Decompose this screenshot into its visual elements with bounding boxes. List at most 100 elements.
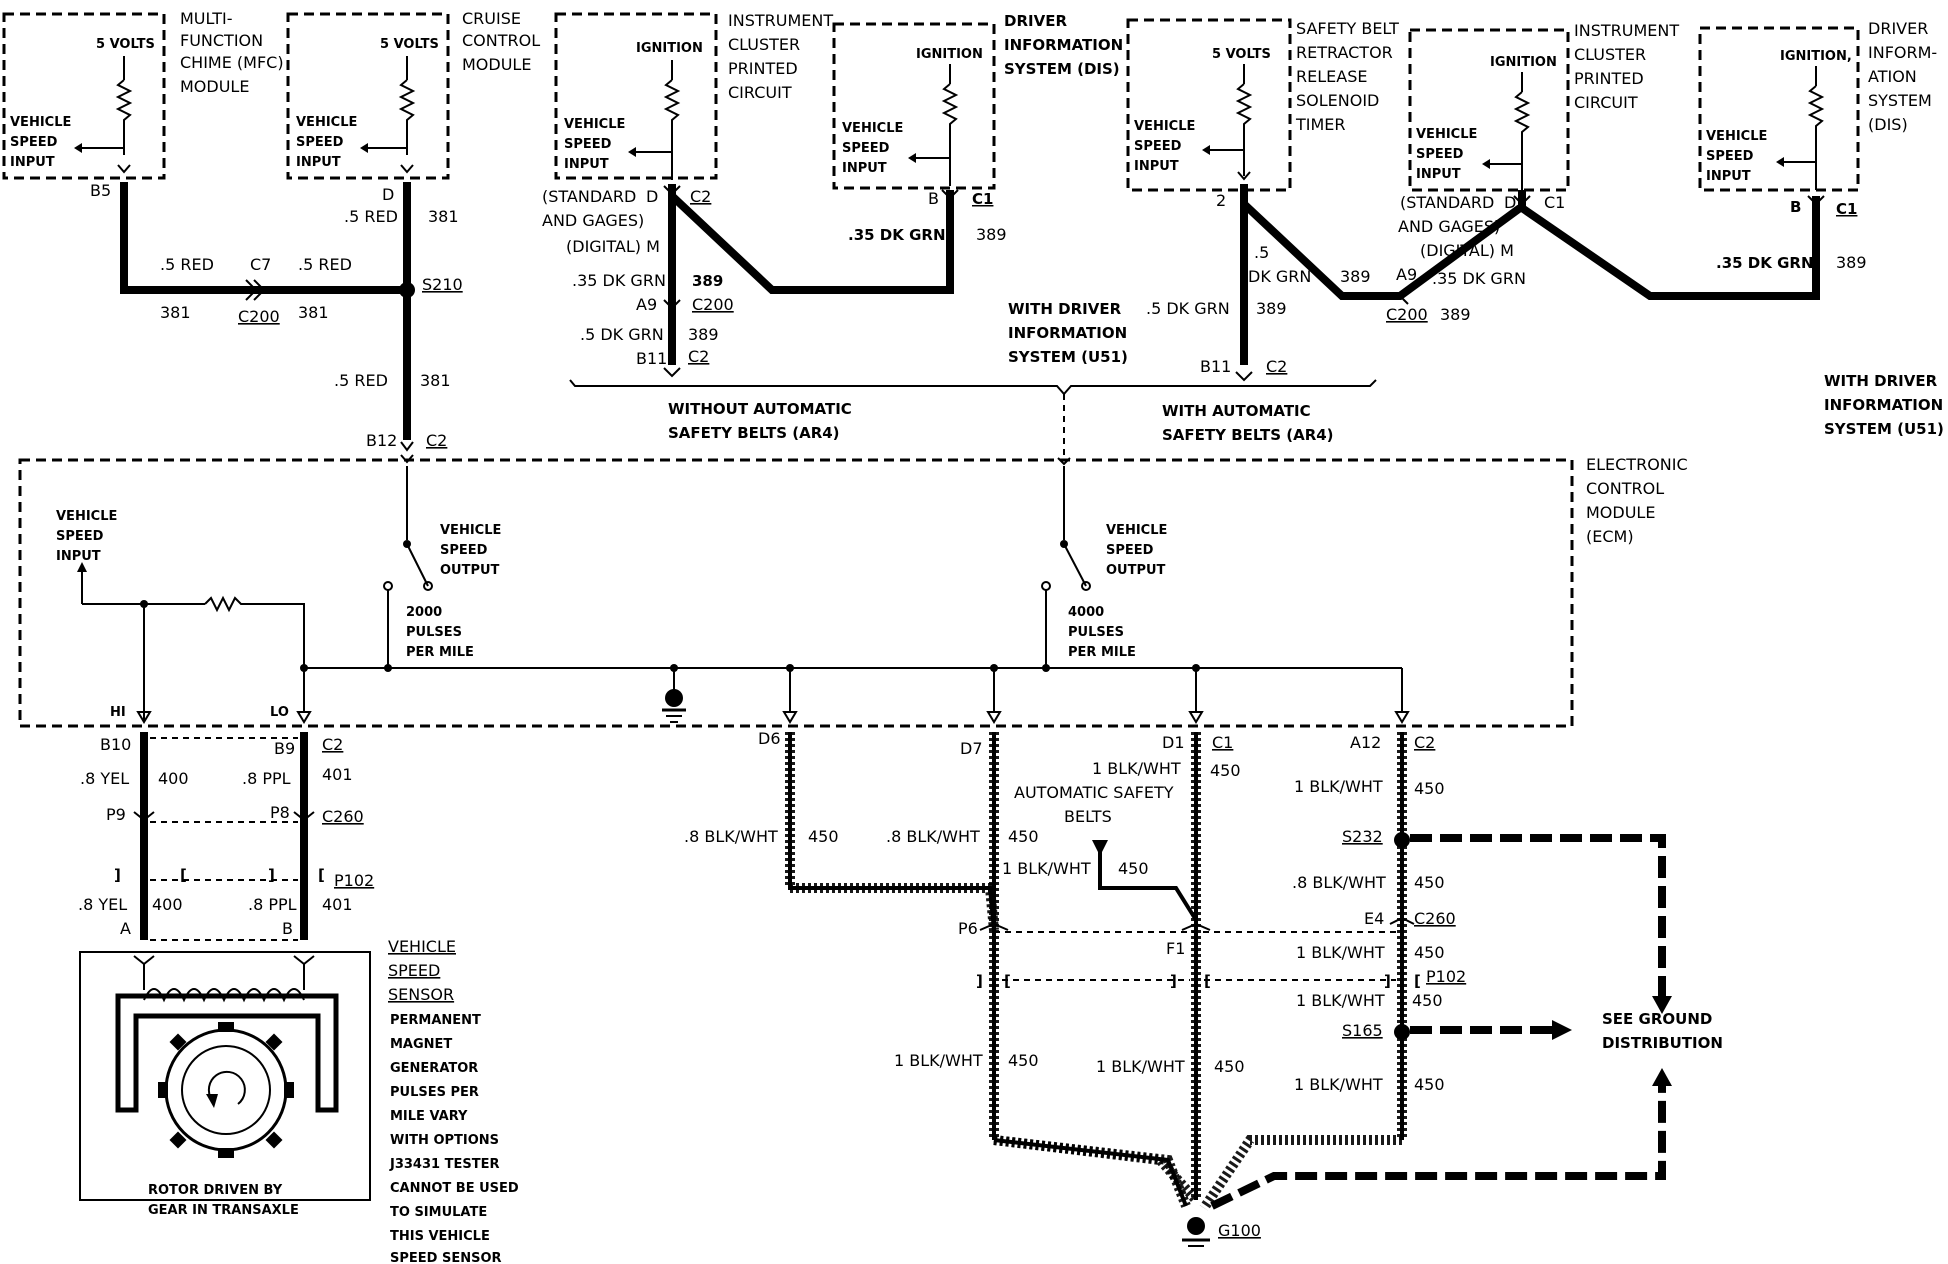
asb-label: AUTOMATIC SAFETY xyxy=(1014,783,1174,802)
circuit-381-d: 381 xyxy=(420,371,451,390)
connector-c260-a: C260 xyxy=(322,807,364,826)
dis2-title-5: (DIS) xyxy=(1868,115,1908,134)
vso2-label-3: OUTPUT xyxy=(1106,563,1166,578)
with-dis-label-2: INFORMATION xyxy=(1008,324,1127,342)
pin-d7: D7 xyxy=(960,739,983,758)
cruise-title-3: MODULE xyxy=(462,55,531,74)
wire-yel-2: .8 YEL xyxy=(78,895,127,914)
circuit-381-b: 381 xyxy=(160,303,191,322)
svg-text:[: [ xyxy=(1414,972,1421,990)
dis1-input-label-2: SPEED xyxy=(842,141,890,156)
mfc-title-2: FUNCTION xyxy=(180,31,263,50)
pin-a9-b: A9 xyxy=(1396,265,1417,284)
instrument-cluster-1: IGNITION VEHICLE SPEED INPUT INSTRUMENT … xyxy=(554,11,833,180)
cruise-volts-label: 5 VOLTS xyxy=(380,37,439,52)
wire-bw-7: 1 BLK/WHT xyxy=(1296,943,1385,962)
cruise-module: 5 VOLTS VEHICLE SPEED INPUT CRUISE CONTR… xyxy=(286,9,540,180)
vss-desc-5: MILE VARY xyxy=(390,1109,468,1124)
wire-dkgrn-4: DK GRN xyxy=(1248,267,1311,286)
connector-c2-e: C2 xyxy=(322,735,343,754)
svg-text:[: [ xyxy=(318,866,325,884)
dis2-input-label-2: SPEED xyxy=(1706,149,1754,164)
see-ground-label: SEE GROUND xyxy=(1602,1010,1712,1028)
wire-red-4: .5 RED xyxy=(334,371,388,390)
connector-c2-a: C2 xyxy=(426,431,447,450)
circuit-450-j: 450 xyxy=(1214,1057,1245,1076)
vss-desc-3: GENERATOR xyxy=(390,1061,478,1076)
mfc-title-4: MODULE xyxy=(180,77,249,96)
wire-dkgrn-1: .35 DK GRN xyxy=(572,271,666,290)
dis2-input-label: VEHICLE xyxy=(1706,129,1767,144)
digital-label-1: (DIGITAL) M xyxy=(566,237,660,256)
wire-bw-8: 1 BLK/WHT xyxy=(1296,991,1385,1010)
wire-red-1: .5 RED xyxy=(344,207,398,226)
circuit-389-a: 389 xyxy=(692,272,723,290)
splice-s210: S210 xyxy=(422,275,463,294)
circuit-450-a: 450 xyxy=(1210,761,1241,780)
sbr-input-label: VEHICLE xyxy=(1134,119,1195,134)
splice-s165: S165 xyxy=(1342,1021,1383,1040)
sbr-input-label-2: SPEED xyxy=(1134,139,1182,154)
circuit-401-b: 401 xyxy=(322,895,353,914)
circuit-381-c: 381 xyxy=(298,303,329,322)
wire-bw-11: 1 BLK/WHT xyxy=(1294,1075,1383,1094)
circuit-400-b: 400 xyxy=(152,895,183,914)
ic2-input-label-3: INPUT xyxy=(1416,167,1461,182)
ecm-title-2: CONTROL xyxy=(1586,479,1664,498)
ecm-vsi-label-3: INPUT xyxy=(56,549,101,564)
vss-title: VEHICLE xyxy=(388,937,456,956)
dis2-title-4: SYSTEM xyxy=(1868,91,1932,110)
mfc-title: MULTI- xyxy=(180,9,233,28)
connector-c260-b: C260 xyxy=(1414,909,1456,928)
mfc-title-3: CHIME (MFC) xyxy=(180,53,284,72)
wire-dkgrn-3: .35 DK GRN xyxy=(848,226,946,244)
rotor-label: ROTOR DRIVEN BY xyxy=(148,1183,283,1198)
ecm-vsi-label-2: SPEED xyxy=(56,529,104,544)
circuit-389-g: 389 xyxy=(1836,253,1867,272)
pin-p6: P6 xyxy=(958,919,978,938)
ecm-title-4: (ECM) xyxy=(1586,527,1634,546)
circuit-381-a: 381 xyxy=(428,207,459,226)
ic2-input-label-2: SPEED xyxy=(1416,147,1464,162)
pulses-2000-2: PULSES xyxy=(406,625,462,640)
pulses-4000: 4000 xyxy=(1068,605,1104,620)
see-ground-label-2: DISTRIBUTION xyxy=(1602,1034,1723,1052)
svg-text:]: ] xyxy=(114,866,121,884)
connector-c2-b: C2 xyxy=(690,187,711,206)
connector-c200-b: C200 xyxy=(692,295,734,314)
svg-text:[: [ xyxy=(180,866,187,884)
pulses-2000-3: PER MILE xyxy=(406,645,474,660)
pin-d6: D6 xyxy=(758,729,781,748)
dis1-title-3: SYSTEM (DIS) xyxy=(1004,60,1120,78)
sbr-title: SAFETY BELT xyxy=(1296,19,1399,38)
connector-c1-c: C1 xyxy=(1836,200,1857,218)
ecm-title: ELECTRONIC xyxy=(1586,455,1688,474)
cruise-input-label-3: INPUT xyxy=(296,155,341,170)
ic1-input-label: VEHICLE xyxy=(564,117,625,132)
with-dis-label: WITH DRIVER xyxy=(1008,300,1122,318)
splice-s232: S232 xyxy=(1342,827,1383,846)
vso1-label-2: SPEED xyxy=(440,543,488,558)
ecm-hi: HI xyxy=(110,705,126,720)
dis2-ignition-label: IGNITION, xyxy=(1780,49,1852,64)
circuit-450-k: 450 xyxy=(1414,1075,1445,1094)
mfc-volts-label: 5 VOLTS xyxy=(96,37,155,52)
pin-a9-a: A9 xyxy=(636,295,657,314)
vss-desc-7: J33431 TESTER xyxy=(389,1157,499,1172)
circuit-450-h: 450 xyxy=(1412,991,1443,1010)
vss-wiring: B10 B9 C2 .8 YEL 400 .8 PPL 401 P9 P8 C2… xyxy=(78,732,374,941)
circuit-450-e: 450 xyxy=(1118,859,1149,878)
gauge-p5: .5 xyxy=(1254,243,1269,262)
vso1-label-3: OUTPUT xyxy=(440,563,500,578)
std-label-2: (STANDARD xyxy=(1400,193,1494,212)
wire-dkgrn-6: .35 DK GRN xyxy=(1432,269,1526,288)
connector-c200-c: C200 xyxy=(1386,305,1428,324)
pin-b9: B9 xyxy=(274,739,295,758)
pin-p8: P8 xyxy=(270,803,290,822)
without-asb-label: WITHOUT AUTOMATIC xyxy=(668,400,852,418)
connector-c2-c: C2 xyxy=(688,347,709,366)
dis-module-2: IGNITION, VEHICLE SPEED INPUT DRIVER INF… xyxy=(1698,19,1937,192)
with-dis-label-right: WITH DRIVER xyxy=(1824,372,1938,390)
ic2-title-3: PRINTED xyxy=(1574,69,1644,88)
